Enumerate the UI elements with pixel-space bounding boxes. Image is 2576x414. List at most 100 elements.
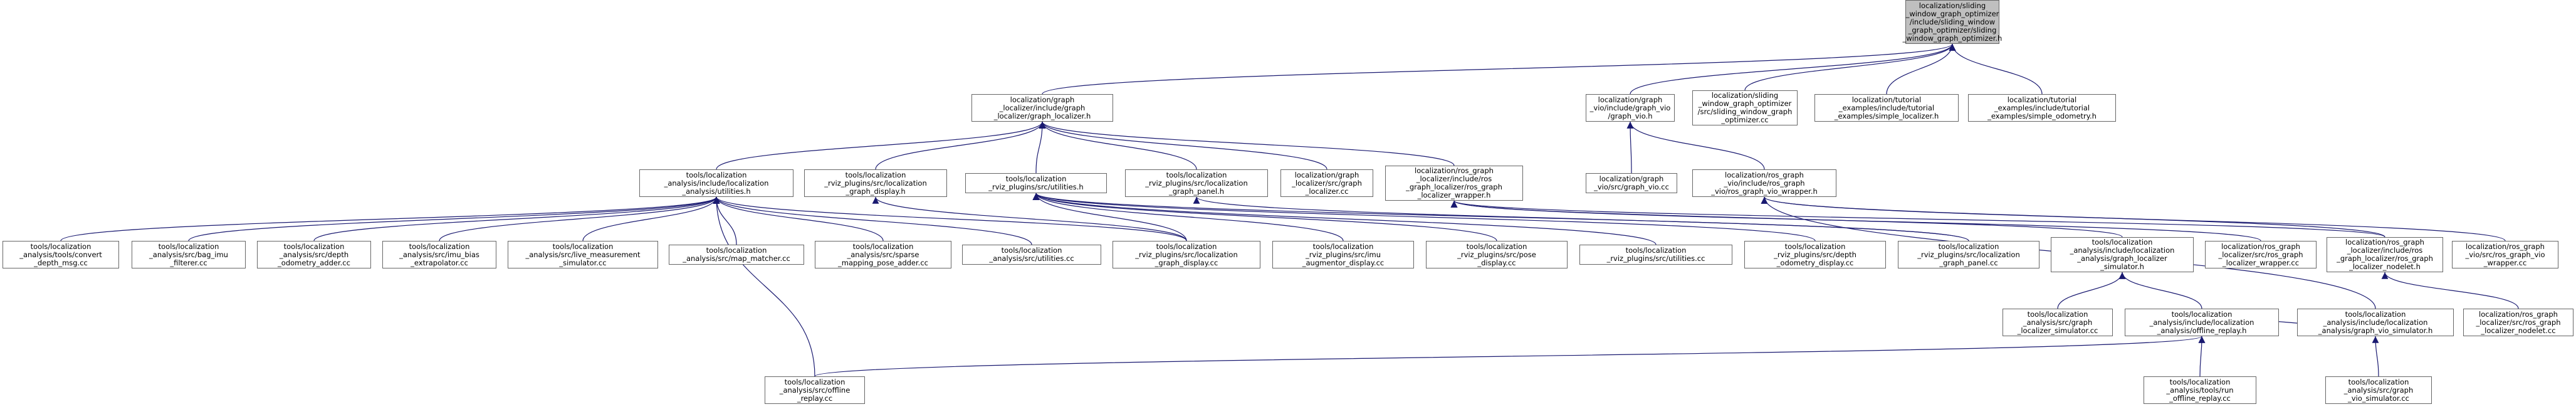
- node-localization-graph-panel-cc[interactable]: tools/localization _rviz_plugins/src/loc…: [1898, 241, 2039, 268]
- edge-n21-n6: [713, 196, 1032, 245]
- node-imu-augmentor-display-cc[interactable]: tools/localization _rviz_plugins/src/imu…: [1272, 241, 1414, 268]
- node-offline-replay-h[interactable]: tools/localization _analysis/include/loc…: [2125, 309, 2279, 336]
- node-graph-localizer-cc[interactable]: localization/graph _localizer/src/graph …: [1280, 169, 1373, 197]
- node-ros-graph-vio-wrapper-h[interactable]: localization/ros_graph _vio/include/ros_…: [1692, 169, 1836, 197]
- edge-n2-n0: [1630, 43, 1956, 95]
- edge-n3-n0: [1744, 43, 1956, 91]
- edge-n37-n34: [814, 336, 2205, 377]
- node-label: tools/localization _analysis/tools/run _…: [2166, 377, 2234, 403]
- node-depth-odometry-display-cc[interactable]: tools/localization _rviz_plugins/src/dep…: [1744, 241, 1886, 268]
- edge-n30-n11: [1451, 200, 2385, 238]
- node-localization-graph-display-cc[interactable]: tools/localization _rviz_plugins/src/loc…: [1113, 241, 1260, 268]
- node-label: tools/localization _analysis/src/graph _…: [2343, 377, 2414, 403]
- node-label: tools/localization _rviz_plugins/src/pos…: [1457, 242, 1536, 267]
- node-label: localization/ros_graph _localizer/includ…: [1406, 166, 1502, 199]
- node-map-matcher-cc[interactable]: tools/localization _analysis/src/map_mat…: [669, 245, 804, 265]
- node-label: tools/localization _analysis/src/sparse …: [838, 242, 928, 267]
- edge-n5-n0: [1949, 43, 2043, 95]
- edge-n14-n6: [60, 196, 720, 242]
- node-label: tools/localization _rviz_plugins/src/imu…: [1302, 242, 1385, 267]
- edge-n22-n6: [713, 196, 1187, 242]
- node-sliding-window-graph-optimizer-h[interactable]: localization/sliding _window_graph_optim…: [1903, 0, 2002, 44]
- node-graph-vio-h[interactable]: localization/graph _vio/include/graph_vi…: [1586, 94, 1675, 122]
- edge-n17-n6: [439, 196, 720, 242]
- edge-n4-n0: [1886, 43, 1956, 95]
- node-graph-localizer-h[interactable]: localization/graph _localizer/include/gr…: [971, 94, 1113, 122]
- node-rviz-utilities-h[interactable]: tools/localization _rviz_plugins/src/uti…: [965, 173, 1107, 193]
- node-label: localization/graph _localizer/include/gr…: [993, 95, 1091, 120]
- node-label: localization/graph _vio/src/graph_vio.cc: [1594, 174, 1669, 191]
- node-pose-display-cc[interactable]: tools/localization _rviz_plugins/src/pos…: [1426, 241, 1568, 268]
- edge-n36-n32: [2372, 336, 2379, 377]
- node-label: tools/localization _analysis/tools/conve…: [19, 242, 102, 267]
- node-convert-depth-msg-cc[interactable]: tools/localization _analysis/tools/conve…: [3, 241, 119, 268]
- node-label: localization/sliding _window_graph_optim…: [1902, 1, 2003, 43]
- node-localization-graph-panel-h[interactable]: tools/localization _rviz_plugins/src/loc…: [1125, 169, 1268, 197]
- edge-n33-n28: [2057, 272, 2126, 309]
- node-analysis-utilities-h[interactable]: tools/localization _analysis/include/loc…: [639, 169, 793, 197]
- node-label: tools/localization _rviz_plugins/src/uti…: [988, 174, 1084, 191]
- node-label: tools/localization _analysis/src/bag_imu…: [149, 242, 228, 267]
- edge-n16-n6: [313, 196, 720, 242]
- edge-n20-n6: [713, 196, 884, 242]
- node-sparse-mapping-pose-adder-cc[interactable]: tools/localization _analysis/src/sparse …: [815, 241, 951, 268]
- edge-n13-n2: [1626, 121, 1765, 170]
- node-simple-odometry-h[interactable]: localization/tutorial _examples/include/…: [1968, 94, 2116, 122]
- node-label: localization/graph _localizer/src/graph …: [1292, 170, 1362, 196]
- edge-n27-n9: [1193, 196, 1969, 242]
- node-label: tools/localization _analysis/src/imu_bia…: [399, 242, 479, 267]
- edge-n8-n1: [1035, 121, 1046, 174]
- node-label: localization/tutorial _examples/include/…: [1834, 95, 1939, 120]
- node-ros-graph-vio-wrapper-cc[interactable]: localization/ros_graph _vio/src/ros_grap…: [2452, 241, 2558, 268]
- node-ros-graph-localizer-wrapper-cc[interactable]: localization/ros_graph _localizer/src/ro…: [2205, 241, 2317, 268]
- node-graph-vio-simulator-h[interactable]: tools/localization _analysis/include/loc…: [2297, 309, 2454, 336]
- edge-n35-n30: [2381, 272, 2519, 309]
- node-ros-graph-localizer-wrapper-h[interactable]: localization/ros_graph _localizer/includ…: [1385, 166, 1523, 201]
- node-label: tools/localization _analysis/src/map_mat…: [683, 246, 790, 263]
- node-label: localization/sliding _window_graph_optim…: [1697, 91, 1793, 124]
- node-analysis-utilities-cc[interactable]: tools/localization _analysis/src/utiliti…: [962, 245, 1101, 265]
- node-label: tools/localization _analysis/src/utiliti…: [989, 246, 1074, 263]
- edge-n24-n8: [1032, 193, 1497, 242]
- edge-n9-n1: [1039, 121, 1197, 170]
- node-label: localization/ros_graph _localizer/src/ro…: [2218, 242, 2303, 267]
- node-run-offline-replay-cc[interactable]: tools/localization _analysis/tools/run _…: [2144, 376, 2256, 404]
- edge-n25-n8: [1032, 193, 1657, 245]
- edge-n15-n6: [188, 196, 720, 242]
- node-label: localization/ros_graph _localizer/src/ro…: [2476, 309, 2561, 335]
- node-label: tools/localization _analysis/include/loc…: [664, 170, 769, 196]
- node-ros-graph-localizer-nodelet-h[interactable]: localization/ros_graph _localizer/includ…: [2327, 237, 2443, 272]
- edge-n34-n28: [2118, 272, 2202, 309]
- node-label: tools/localization _rviz_plugins/src/loc…: [1145, 170, 1248, 196]
- node-label: localization/tutorial _examples/include/…: [1987, 95, 2097, 120]
- edge-n23-n8: [1032, 193, 1344, 242]
- node-graph-localizer-simulator-cc[interactable]: tools/localization _analysis/src/graph _…: [2003, 309, 2113, 336]
- node-bag-imu-filterer-cc[interactable]: tools/localization _analysis/src/bag_imu…: [132, 241, 246, 268]
- node-depth-odometry-adder-cc[interactable]: tools/localization _analysis/src/depth _…: [257, 241, 371, 268]
- node-offline-replay-cc[interactable]: tools/localization _analysis/src/offline…: [765, 376, 865, 404]
- node-graph-vio-cc[interactable]: localization/graph _vio/src/graph_vio.cc: [1586, 173, 1677, 193]
- node-localization-graph-display-h[interactable]: tools/localization _rviz_plugins/src/loc…: [804, 169, 947, 197]
- node-label: localization/ros_graph _localizer/includ…: [2337, 238, 2433, 271]
- edge-n22-n7: [872, 196, 1187, 242]
- node-rviz-utilities-cc[interactable]: tools/localization _rviz_plugins/src/uti…: [1579, 245, 1732, 265]
- node-label: tools/localization _analysis/include/loc…: [2318, 309, 2433, 335]
- node-label: tools/localization _analysis/src/offline…: [779, 377, 851, 403]
- node-simple-localizer-h[interactable]: localization/tutorial _examples/include/…: [1814, 94, 1959, 122]
- edge-n18-n6: [582, 196, 720, 242]
- node-label: tools/localization _analysis/src/live_me…: [525, 242, 641, 267]
- node-label: tools/localization _rviz_plugins/src/loc…: [824, 170, 927, 196]
- node-graph-vio-simulator-cc[interactable]: tools/localization _analysis/src/graph _…: [2325, 376, 2432, 404]
- node-label: localization/graph _vio/include/graph_vi…: [1589, 95, 1671, 120]
- node-label: tools/localization _analysis/include/loc…: [2149, 309, 2254, 335]
- node-graph-localizer-simulator-h[interactable]: tools/localization _analysis/include/loc…: [2051, 237, 2194, 272]
- node-sliding-window-graph-optimizer-cc[interactable]: localization/sliding _window_graph_optim…: [1692, 90, 1798, 125]
- edge-n7-n1: [875, 121, 1046, 170]
- node-imu-bias-extrapolator-cc[interactable]: tools/localization _analysis/src/imu_bia…: [382, 241, 496, 268]
- node-ros-graph-localizer-nodelet-cc[interactable]: localization/ros_graph _localizer/src/ro…: [2463, 309, 2573, 336]
- edge-n22-n8: [1032, 193, 1187, 242]
- node-live-measurement-simulator-cc[interactable]: tools/localization _analysis/src/live_me…: [508, 241, 658, 268]
- edge-n6-n1: [716, 121, 1046, 170]
- edge-n38-n34: [2198, 336, 2206, 377]
